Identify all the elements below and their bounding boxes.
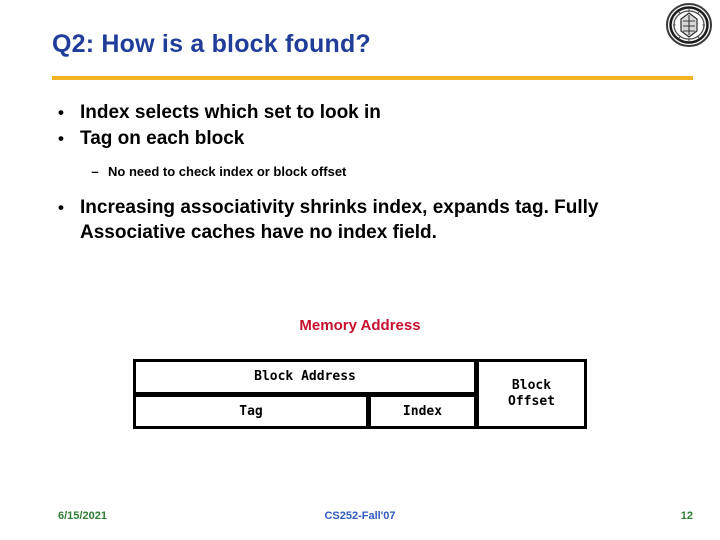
sub-bullet-item-1: – No need to check index or block offset [88, 163, 648, 181]
sub-bullet-text: No need to check index or block offset [108, 164, 347, 179]
bullet-marker-icon: • [58, 129, 64, 148]
title-divider-rule [52, 76, 693, 80]
diagram-cell-block-offset-line1: Block [511, 378, 552, 393]
diagram-cell-index: Index [368, 394, 477, 429]
university-seal-icon [664, 3, 714, 47]
bullet-marker-icon: • [58, 103, 64, 122]
slide-title: Q2: How is a block found? [52, 30, 371, 58]
bullet-text: Tag on each block [80, 128, 245, 149]
bullet-text: Increasing associativity shrinks index, … [80, 197, 599, 243]
diagram-cell-tag: Tag [133, 394, 369, 429]
footer-date: 6/15/2021 [58, 510, 107, 522]
memory-address-diagram: Block Address Tag Index Block Offset [133, 359, 587, 429]
diagram-cell-block-offset: Block Offset [476, 359, 587, 429]
footer-course-label: CS252-Fall'07 [324, 510, 396, 522]
footer-page-number: 12 [680, 510, 693, 522]
bullet-item-2: • Tag on each block [50, 126, 650, 151]
diagram-cell-block-offset-line2: Offset [508, 394, 555, 409]
memory-address-caption: Memory Address [299, 317, 421, 334]
diagram-cell-block-address: Block Address [133, 359, 477, 395]
bullet-text: Index selects which set to look in [80, 102, 381, 123]
bullet-marker-icon: • [58, 198, 64, 217]
bullet-item-3: • Increasing associativity shrinks index… [50, 195, 670, 245]
dash-marker-icon: – [91, 164, 99, 179]
bullet-item-1: • Index selects which set to look in [50, 100, 650, 125]
